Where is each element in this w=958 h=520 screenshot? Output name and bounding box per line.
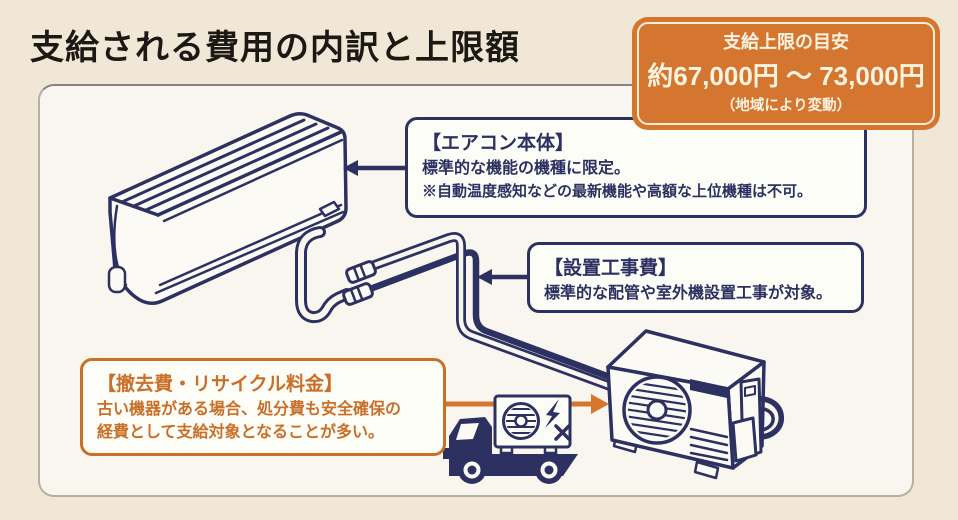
pipe-connector-icon bbox=[342, 282, 374, 306]
pipe-connector-icon bbox=[345, 260, 377, 284]
subsidy-limit-amount: 約67,000円 ～ 73,000円 bbox=[647, 61, 925, 91]
lightning-bolt-icon bbox=[545, 399, 560, 428]
callout-aircon-line2: ※自動温度感知などの最新機能や高額な上位機種は不可。 bbox=[422, 182, 813, 200]
callout-removal: 【撤去費・リサイクル料金】 古い機器がある場合、処分費も安全確保の 経費として支… bbox=[80, 358, 446, 456]
callout-installation-title: 【設置工事費】 bbox=[544, 258, 678, 279]
indoor-ac-unit-icon bbox=[107, 111, 348, 305]
cross-mark-icon bbox=[554, 424, 571, 441]
old-ac-unit-icon bbox=[493, 394, 572, 455]
arrow-to-indoor-unit-icon bbox=[343, 160, 406, 176]
callout-removal-title: 【撤去費・リサイクル料金】 bbox=[97, 374, 344, 395]
callout-installation: 【設置工事費】 標準的な配管や室外機設置工事が対象。 bbox=[527, 242, 864, 313]
callout-aircon-body: 【エアコン本体】 標準的な機能の機種に限定。 ※自動温度感知などの最新機能や高額… bbox=[405, 117, 867, 218]
subsidy-limit-badge: 支給上限の目安 約67,000円 ～ 73,000円 （地域により変動） bbox=[632, 17, 940, 130]
removal-truck-icon bbox=[443, 417, 578, 484]
arrow-to-pipes-icon bbox=[477, 269, 528, 285]
refrigerant-pipes-icon bbox=[295, 226, 654, 402]
callout-installation-line1: 標準的な配管や室外機設置工事が対象。 bbox=[544, 285, 833, 302]
callout-aircon-title: 【エアコン本体】 bbox=[422, 133, 575, 154]
subsidy-limit-note: （地域により変動） bbox=[720, 98, 852, 114]
callout-removal-line2: 経費として支給対象となることが多い。 bbox=[97, 423, 385, 441]
page-title: 支給される費用の内訳と上限額 bbox=[30, 30, 520, 67]
callout-aircon-line1: 標準的な機能の機種に限定。 bbox=[422, 160, 631, 177]
outdoor-ac-unit-icon bbox=[606, 329, 784, 480]
callout-removal-line1: 古い機器がある場合、処分費も安全確保の bbox=[97, 401, 402, 418]
subsidy-limit-heading: 支給上限の目安 bbox=[723, 32, 849, 52]
